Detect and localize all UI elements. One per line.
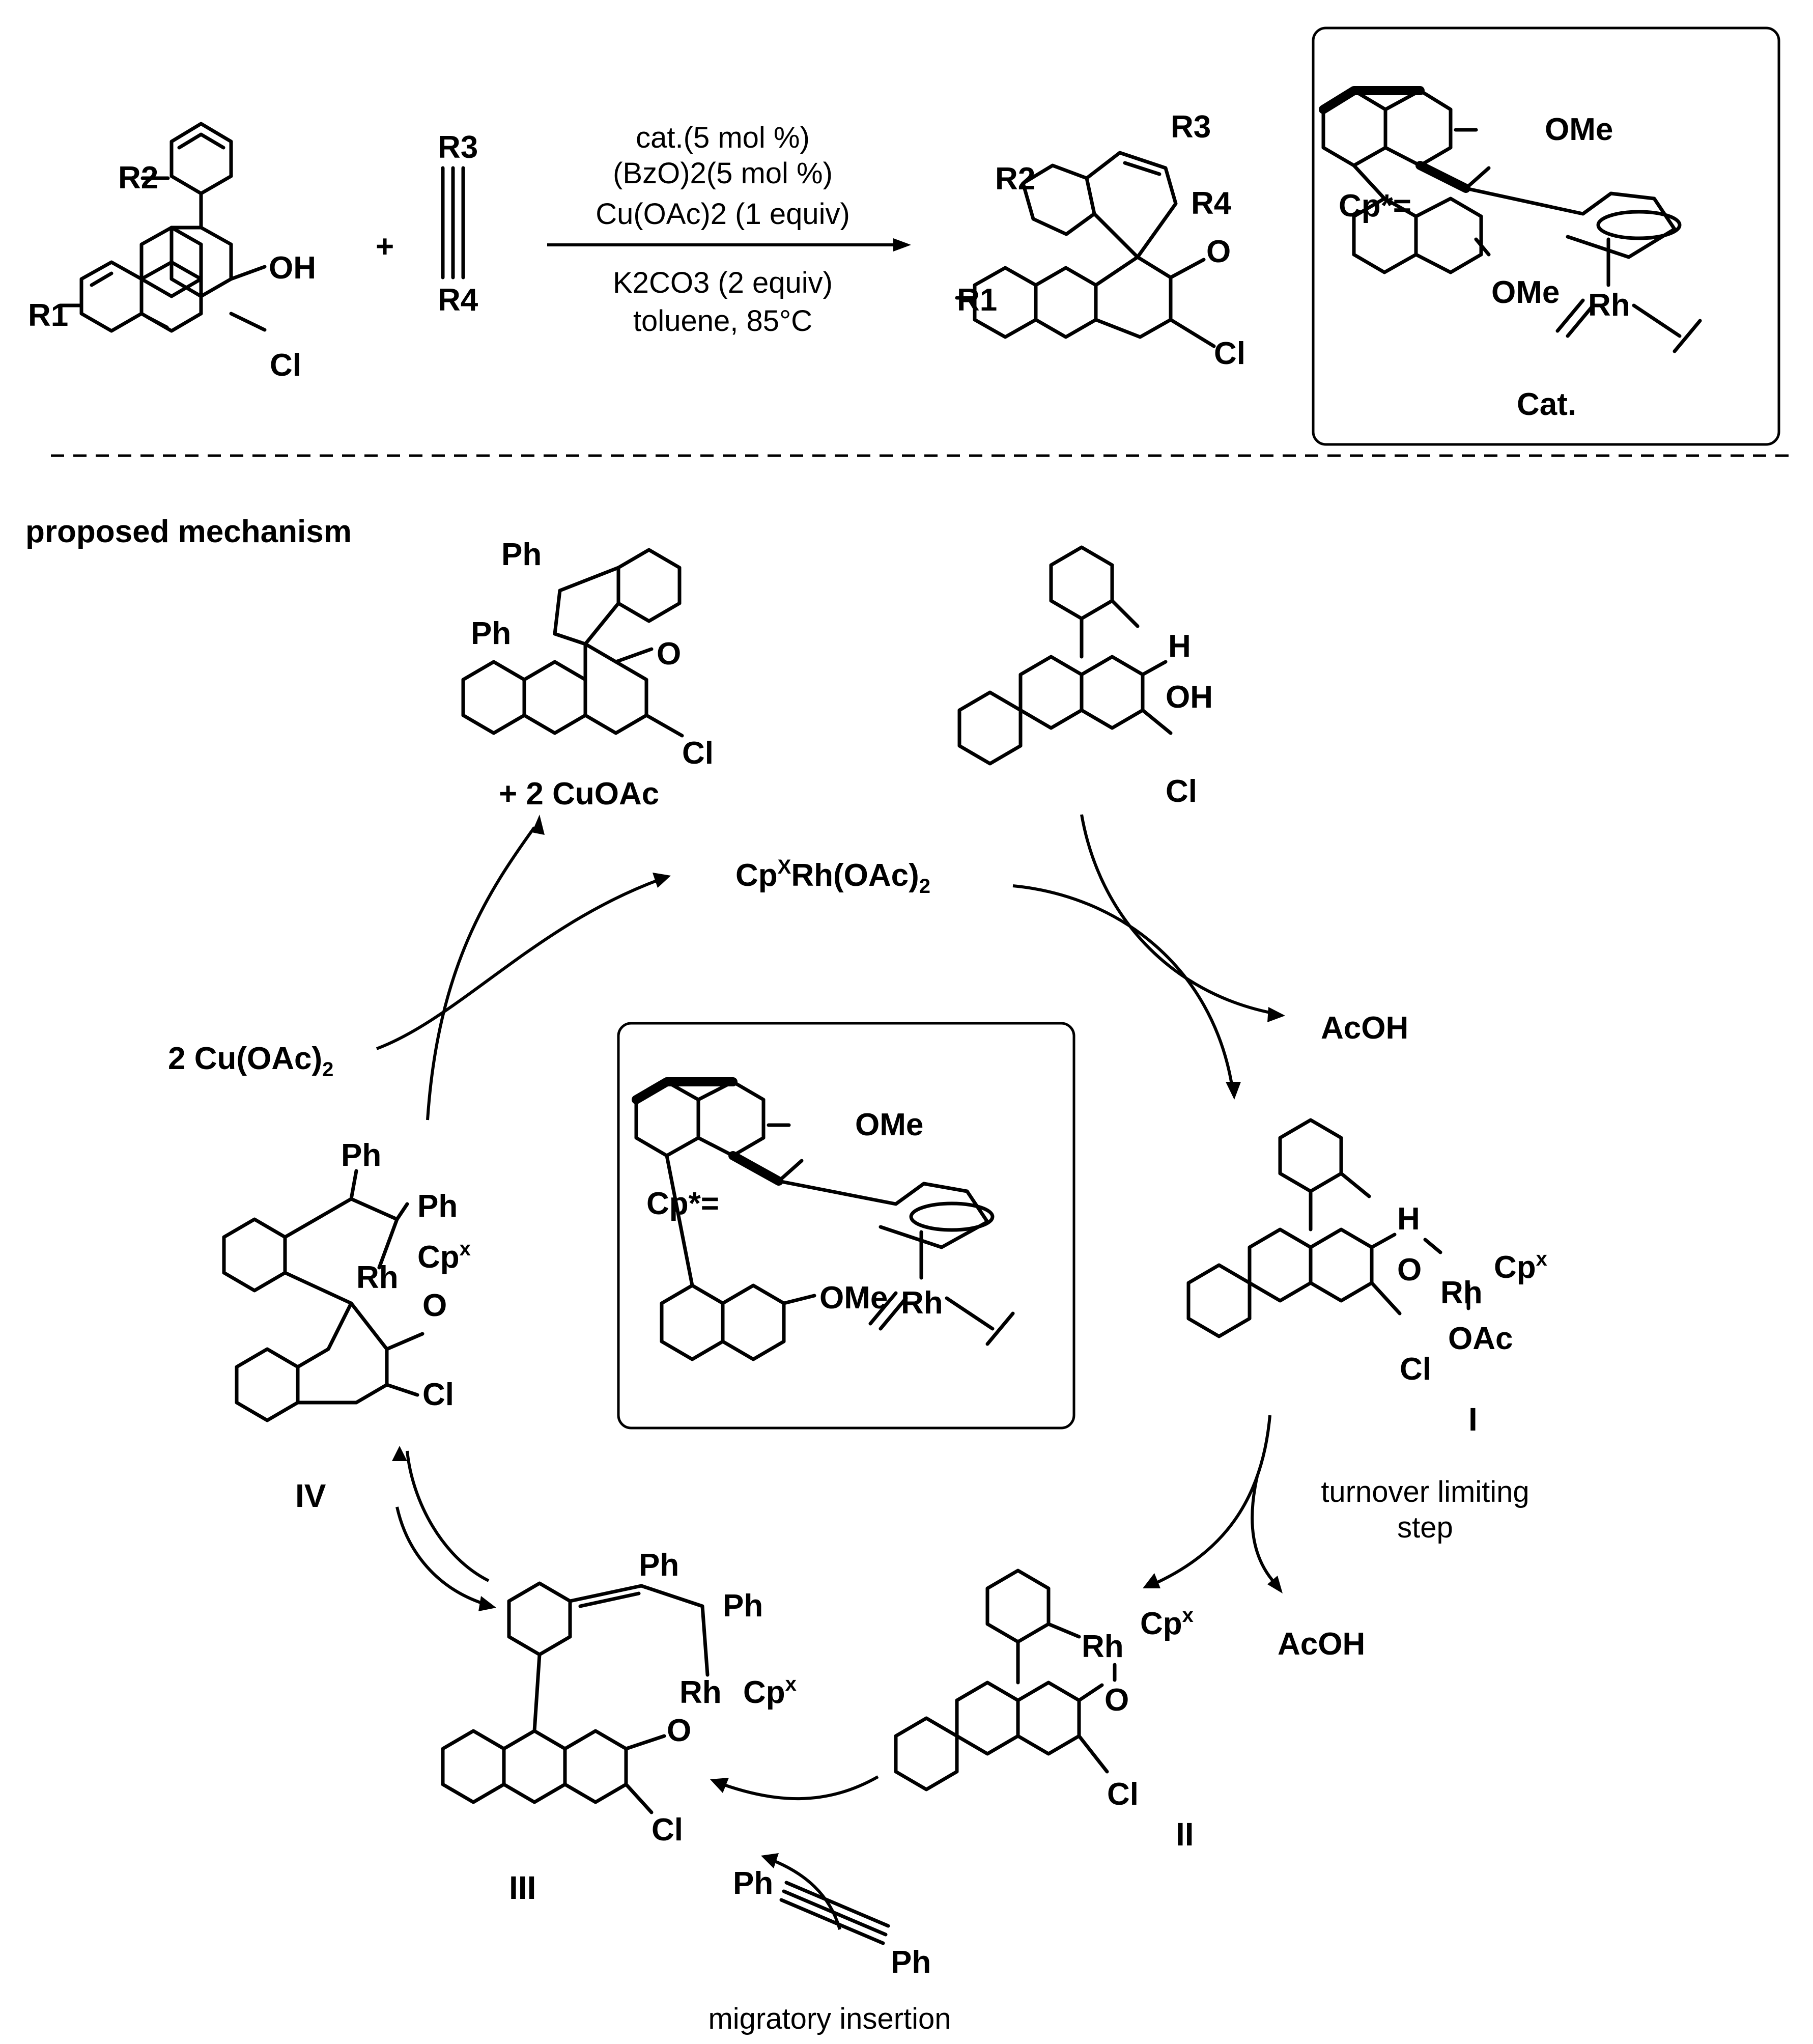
condition-catalyst: cat.(5 mol %) (636, 121, 810, 154)
intermediate-I: H O Rh Cpx OAc Cl I (1186, 1118, 1547, 1438)
r1-label: R1 (28, 298, 68, 333)
catalytic-cycle-arrows (376, 814, 1285, 1930)
iii-rh: Rh (679, 1675, 722, 1710)
catalyst-rh: Rh (1588, 288, 1630, 323)
step-note-line-2: step (1397, 1511, 1453, 1544)
label-IV: IV (295, 1477, 326, 1514)
plus-sign: + (376, 229, 394, 264)
step-migratory-insertion: migratory insertion (708, 2002, 951, 2035)
i-oac: OAc (1448, 1321, 1513, 1356)
catalyst-caption: Cat. (1517, 387, 1576, 422)
product-r3: R3 (1171, 109, 1211, 145)
r4-label: R4 (438, 283, 478, 318)
product-cl: Cl (682, 736, 714, 771)
r3-label: R3 (438, 130, 478, 165)
substrate-oh: OH (1166, 680, 1213, 715)
r2-label: R2 (118, 160, 158, 195)
iii-o: O (667, 1713, 691, 1748)
i-cl: Cl (1400, 1352, 1431, 1387)
iv-cpx: Cpx (417, 1238, 471, 1275)
substrate-cl: Cl (1166, 774, 1197, 809)
condition-copper: Cu(OAc)2 (1 equiv) (596, 198, 850, 231)
product-r2: R2 (995, 161, 1035, 197)
i-rh: Rh (1440, 1275, 1483, 1310)
condition-oxidant: (BzO)2(5 mol %) (613, 157, 833, 190)
catalyst-box: OMe Cp*= OMe Rh Cat. (1312, 26, 1780, 446)
product-ph-left: Ph (471, 616, 511, 651)
intermediate-III: Ph Ph Rh Cpx O Cl III (441, 1548, 797, 1906)
catalyst-cp-label: Cp*= (1339, 188, 1411, 223)
intermediate-II: Rh Cpx O Cl II (894, 1569, 1194, 1853)
product-r1: R1 (957, 283, 997, 318)
oh-label: OH (269, 250, 316, 286)
iv-ph-top: Ph (341, 1138, 381, 1173)
label-I: I (1468, 1401, 1478, 1438)
iv-cl: Cl (422, 1377, 454, 1412)
center-catalyst-box: OMe Cp*= OMe Rh (617, 1022, 1075, 1430)
diphenylacetylene: Ph Ph (733, 1866, 931, 1980)
product-cl: Cl (1214, 336, 1245, 371)
alkyne-ph-right: Ph (891, 1945, 931, 1980)
ii-rh: Rh (1082, 1629, 1124, 1664)
center-ome-top: OMe (855, 1107, 923, 1142)
condition-base: K2CO3 (2 equiv) (613, 266, 833, 299)
substrate-h: H (1168, 629, 1191, 664)
i-o: O (1397, 1252, 1422, 1287)
reaction-conditions: cat.(5 mol %) (BzO)2(5 mol %) Cu(OAc)2 (… (547, 121, 911, 338)
cl-label: Cl (270, 348, 301, 383)
i-cpx: Cpx (1494, 1248, 1547, 1285)
reactant-naphthol: R2 R1 OH Cl (28, 122, 316, 383)
iii-ph-top: Ph (639, 1548, 679, 1583)
condition-solvent: toluene, 85°C (633, 304, 812, 338)
iii-cl: Cl (651, 1812, 683, 1847)
product-cuoac: + 2 CuOAc (499, 776, 659, 811)
center-rh: Rh (901, 1285, 943, 1321)
mechanism-title: proposed mechanism (25, 514, 352, 549)
product-o: O (657, 636, 681, 671)
byproduct-acoh-top: AcOH (1321, 1011, 1408, 1046)
step-note-line-1: turnover limiting (1321, 1475, 1529, 1508)
iv-o: O (422, 1288, 447, 1323)
center-rh-species: CpXRh(OAc)2 (735, 856, 930, 898)
ii-o: O (1104, 1683, 1129, 1718)
iv-rh: Rh (356, 1260, 399, 1295)
iv-ph-right: Ph (417, 1189, 458, 1224)
product-spiro: R3 R2 R4 R1 O Cl (955, 109, 1245, 371)
catalyst-ome-top: OMe (1545, 112, 1613, 147)
byproduct-acoh-right: AcOH (1278, 1627, 1365, 1662)
i-h: H (1397, 1201, 1420, 1237)
iii-cpx: Cpx (743, 1673, 797, 1710)
ii-cpx: Cpx (1140, 1604, 1194, 1641)
product-o: O (1206, 234, 1231, 269)
product-r4: R4 (1191, 186, 1232, 221)
mechanism-product: Ph Ph O Cl + 2 CuOAc (461, 537, 714, 811)
center-cp-label: Cp*= (646, 1186, 719, 1221)
reactant-alkyne: R3 R4 (438, 130, 478, 318)
ii-cl: Cl (1107, 1777, 1139, 1812)
alkyne-ph-left: Ph (733, 1866, 773, 1901)
catalyst-ome-bottom: OMe (1491, 275, 1560, 310)
reagent-cu-oac: 2 Cu(OAc)2 (168, 1041, 333, 1081)
product-ph-top: Ph (501, 537, 542, 572)
intermediate-IV: Ph Ph Rh Cpx O Cl IV (222, 1138, 471, 1514)
center-ome-bottom: OMe (819, 1280, 888, 1315)
mechanism-substrate: H OH Cl (957, 545, 1213, 809)
label-II: II (1176, 1816, 1194, 1853)
iii-ph-right: Ph (723, 1588, 763, 1623)
label-III: III (509, 1869, 536, 1906)
